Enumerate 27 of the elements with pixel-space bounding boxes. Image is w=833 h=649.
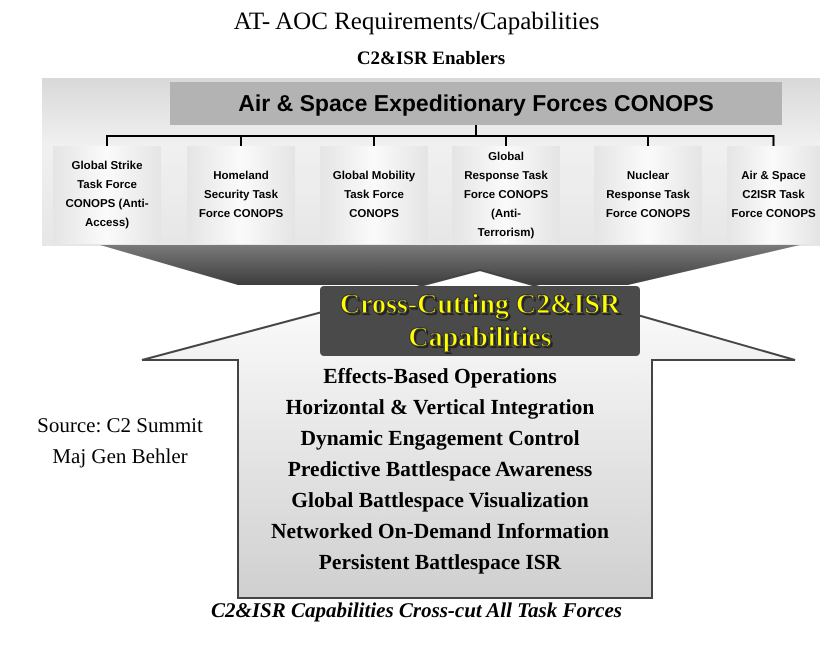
box-text: Homeland Security Task Force CONOPS <box>198 168 284 222</box>
header-text: Air & Space Expeditionary Forces CONOPS <box>238 90 714 117</box>
box-text: Air & Space C2ISR Task Force CONOPS <box>730 168 816 222</box>
box-text: Global Mobility Task Force CONOPS <box>332 168 416 222</box>
capability-item: Networked On-Demand Information <box>270 519 610 544</box>
capability-item: Horizontal & Vertical Integration <box>284 395 596 420</box>
panel-heading: C2&ISR Enablers <box>356 48 506 70</box>
header-box <box>170 82 782 125</box>
diagram-title: AT- AOC Requirements/Capabilities <box>232 8 600 36</box>
capabilities-heading: Cross-Cutting C2&ISR Capabilities <box>320 286 640 356</box>
capability-item: Persistent Battlespace ISR <box>318 550 562 575</box>
task-force-box <box>594 146 702 244</box>
box-text: Global Response Task Force CONOPS (Anti-Terrorism) <box>463 150 549 240</box>
box-text: Global Strike Task Force CONOPS (Anti-Access) <box>64 159 150 231</box>
capability-item: Effects-Based Operations <box>322 364 558 389</box>
capability-item: Predictive Battlespace Awareness <box>286 457 594 482</box>
capability-item: Dynamic Engagement Control <box>299 426 581 451</box>
caption: C2&ISR Capabilities Cross-cut All Task Forces <box>210 598 623 623</box>
task-force-box <box>187 146 295 244</box>
connector-line <box>475 125 774 146</box>
task-force-box <box>727 146 820 244</box>
task-force-box <box>452 146 560 244</box>
task-force-box <box>53 146 161 244</box>
capability-item: Global Battlespace Visualization <box>290 488 590 513</box>
task-force-box <box>320 146 428 244</box>
source-note: Source: C2 Summit Maj Gen Behler <box>36 412 204 470</box>
box-text: Nuclear Response Task Force CONOPS <box>605 168 691 222</box>
